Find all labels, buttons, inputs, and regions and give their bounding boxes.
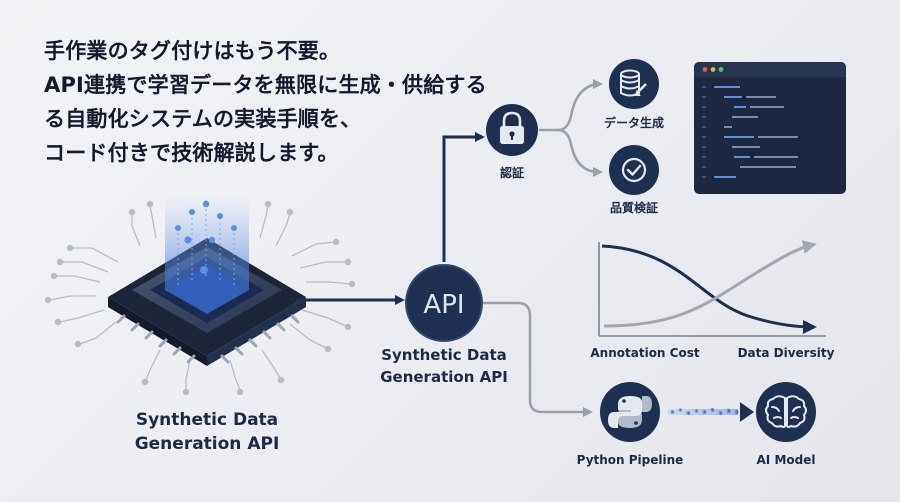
check-circle-icon (621, 157, 647, 183)
code-window (694, 62, 846, 194)
api-node-text: API (423, 290, 464, 320)
brain-icon (765, 395, 807, 428)
annotation-cost-curve (601, 244, 817, 334)
api-node-label-line-2: Generation API (380, 368, 508, 386)
crossover-chart (598, 240, 826, 337)
api-node-label-line-1: Synthetic Data (381, 346, 507, 364)
api-node: API (405, 264, 483, 342)
database-icon (620, 69, 647, 97)
python-node-label: Python Pipeline (576, 453, 684, 467)
chip-graphic (44, 195, 356, 396)
data-gen-node-label: データ生成 (603, 116, 664, 130)
chip-label: Synthetic Data Generation API (112, 408, 302, 456)
python-to-ai-stream (668, 402, 754, 422)
api-to-python-arrow (483, 301, 593, 417)
headline: 手作業のタグ付けはもう不要。 API連携で学習データを無限に生成・供給する る自… (44, 34, 487, 170)
headline-line-3: る自動化システムの実装手順を、 (44, 107, 362, 131)
chart-label-data-diversity: Data Diversity (737, 346, 835, 360)
headline-line-4: コード付きで技術解説します。 (44, 141, 339, 165)
api-node-label: Synthetic Data Generation API (364, 344, 524, 388)
api-to-auth-arrow (442, 132, 485, 262)
lock-icon (500, 111, 524, 144)
ai-node (756, 382, 816, 442)
quality-node (609, 145, 659, 195)
headline-line-1: 手作業のタグ付けはもう不要。 (44, 39, 341, 63)
python-node (600, 382, 660, 442)
python-icon (608, 396, 652, 428)
quality-node-label: 品質検証 (609, 201, 658, 215)
chart-label-annotation-cost: Annotation Cost (590, 346, 700, 360)
auth-node-label: 認証 (499, 166, 524, 180)
auth-node (486, 104, 538, 156)
chip-label-line-1: Synthetic Data (135, 410, 279, 430)
headline-line-2: API連携で学習データを無限に生成・供給する (44, 73, 487, 97)
chip-label-line-2: Generation API (134, 434, 280, 454)
data-diversity-curve (603, 240, 817, 328)
ai-node-label: AI Model (756, 453, 816, 467)
data-gen-node (609, 59, 659, 109)
auth-to-quality-arrow (557, 128, 603, 177)
